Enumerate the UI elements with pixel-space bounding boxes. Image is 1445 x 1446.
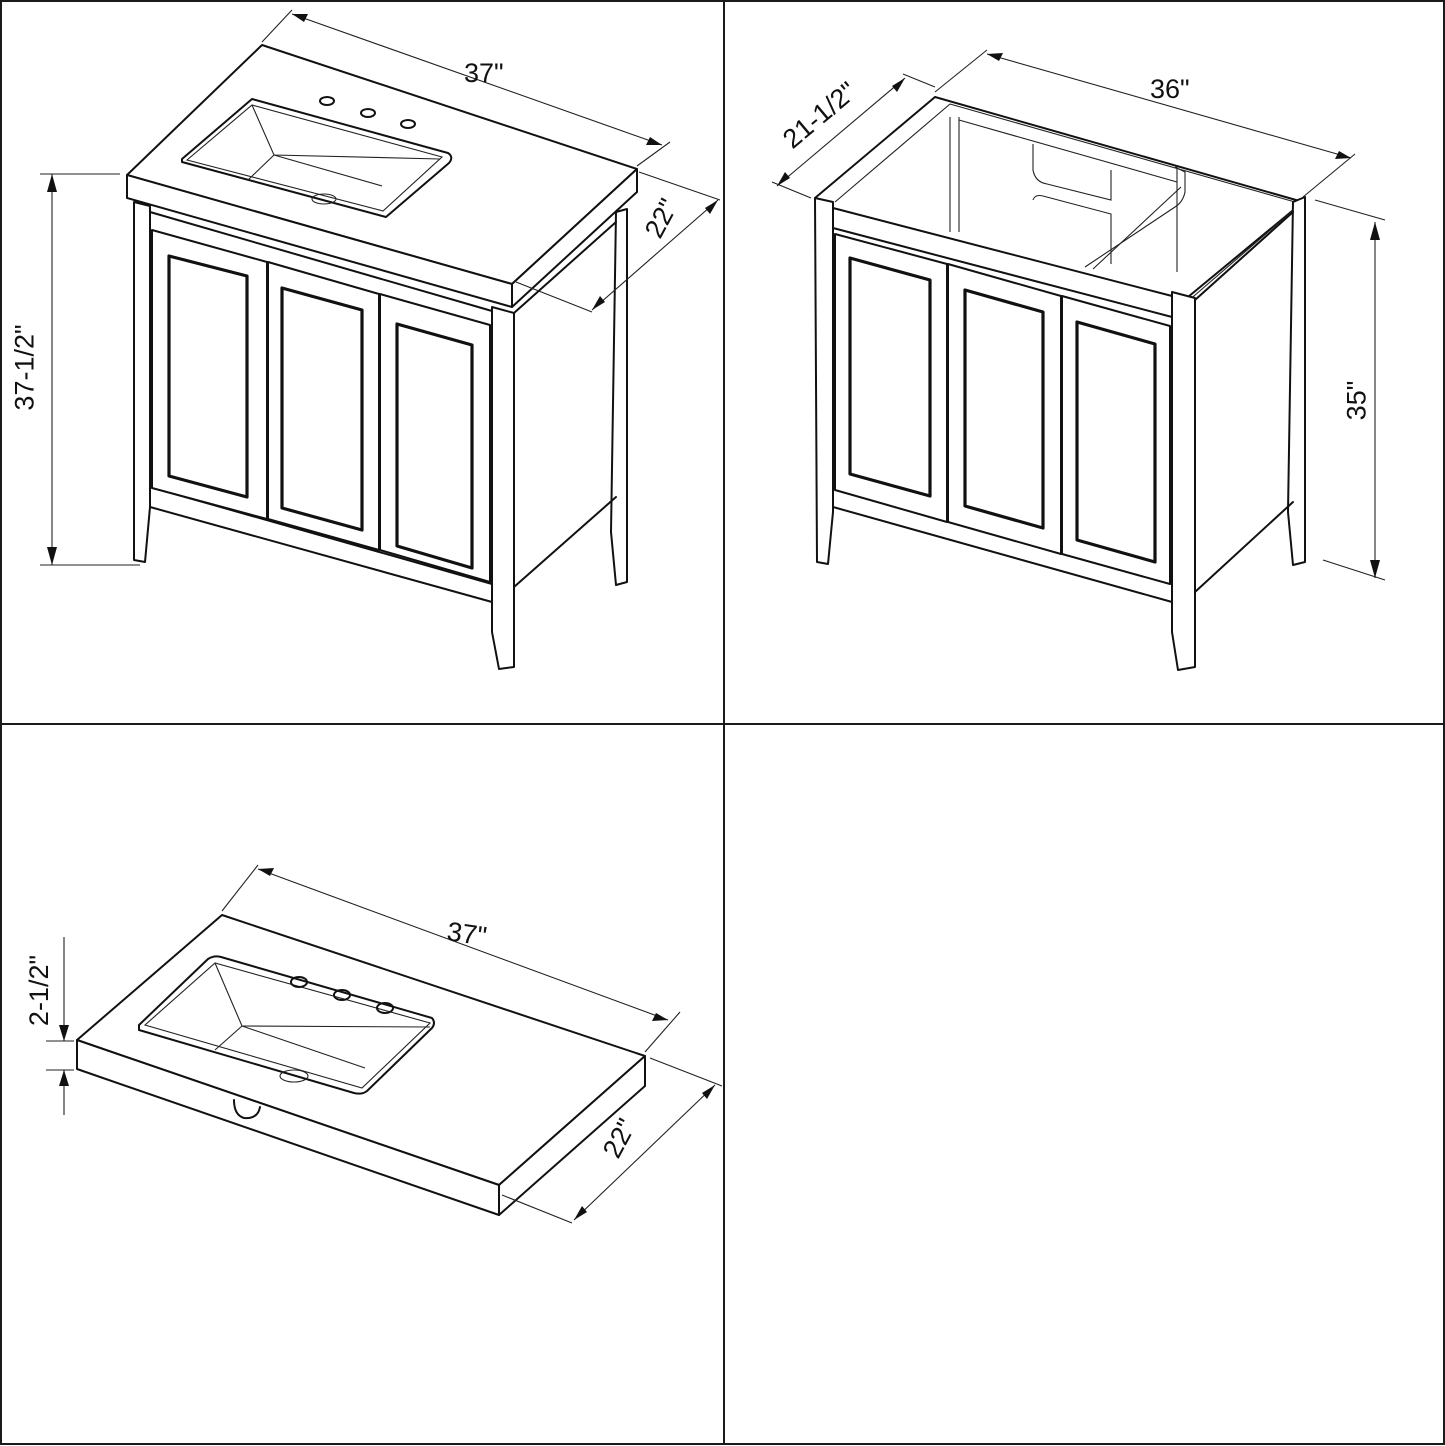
panel-vanity-with-top: 37" 22" 37-1/2": [2, 2, 723, 723]
dimension-thickness-label: 2-1/2": [24, 954, 55, 1027]
dimension-width-label: 37": [445, 916, 489, 952]
panel-vanity-base: 36" 21-1/2" 35": [725, 2, 1445, 723]
countertop-drawing: [46, 864, 723, 1224]
dimension-height-label: 35": [1341, 380, 1372, 421]
dimension-width-label: 37": [464, 58, 504, 88]
grid-divider-horizontal: [2, 723, 1443, 725]
vanity-with-top-drawing: [40, 9, 721, 670]
dimension-width-label: 36": [1150, 74, 1190, 104]
grid-divider-vertical: [723, 2, 725, 1443]
panel-empty: [725, 725, 1445, 1446]
panel-countertop: 37" 22" 2-1/2": [2, 725, 723, 1446]
dimension-height-label: 37-1/2": [9, 324, 40, 411]
vanity-base-drawing: [771, 49, 1386, 671]
